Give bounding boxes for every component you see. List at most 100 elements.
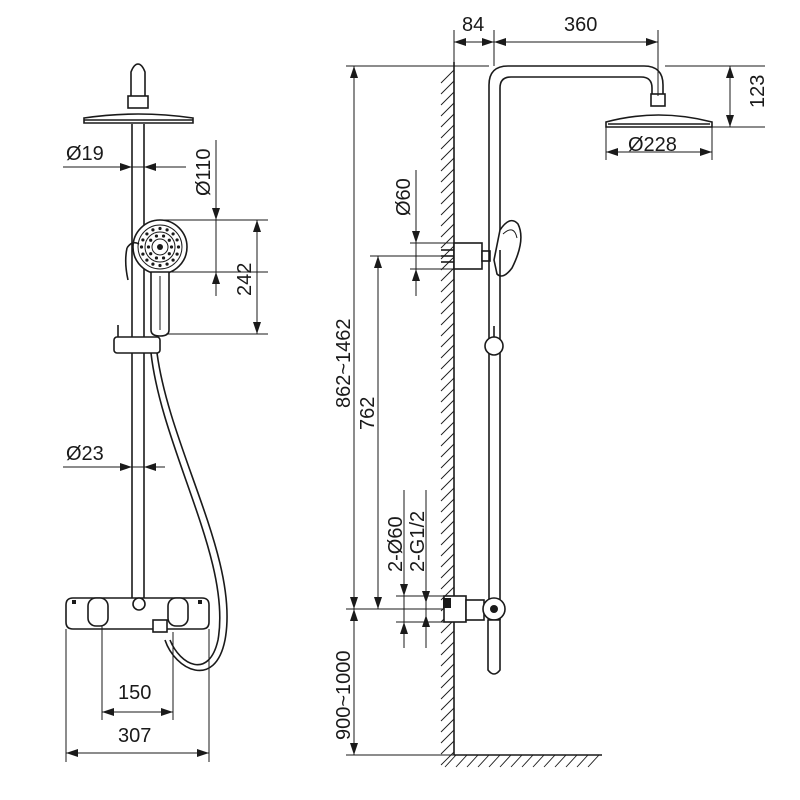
holder-diameter-label: Ø60 [393, 178, 415, 216]
floor-hatch-line [455, 754, 468, 768]
wall-hatch-line [440, 509, 455, 524]
wall-hatch-line [440, 300, 455, 315]
arm-reach-label: 360 [564, 14, 597, 36]
wall-hatch-line [440, 179, 455, 194]
side-view [440, 62, 713, 768]
floor-hatch-line [444, 754, 457, 768]
wall-hatch-line [440, 432, 455, 447]
hand-shower-side [493, 219, 522, 277]
wall-offset-label: 84 [462, 14, 484, 36]
wall-hatch-line [440, 663, 455, 678]
nozzle-dot [167, 252, 171, 256]
floor-hatch-line [521, 754, 534, 768]
head-height-label: 123 [747, 75, 769, 108]
wall-hatch-line [440, 740, 455, 755]
floor-hatch-line [565, 754, 578, 768]
wall-hatch-line [440, 399, 455, 414]
wall-hatch-line [440, 322, 455, 337]
nozzle-dot [145, 258, 149, 262]
body-width-label: 307 [118, 725, 151, 747]
arm-diameter-label: Ø19 [66, 143, 104, 165]
riser-range-label: 862~1462 [333, 318, 355, 408]
wall-hatch-line [440, 531, 455, 546]
wall-hatch-line [440, 256, 455, 271]
nozzle-dot [167, 238, 171, 242]
wall-hatch-line [440, 520, 455, 535]
wall-hatch-line [440, 212, 455, 227]
nozzle-dot [154, 234, 159, 238]
nozzle-dot [161, 256, 166, 260]
riser-diameter-label: Ø23 [66, 443, 104, 465]
nozzle-dot [146, 245, 151, 249]
side-dimensions: 84 360 123 Ø228 Ø60 862~1462 76 [333, 14, 769, 756]
floor-hatch-line [543, 754, 556, 768]
wall-hatch-line [440, 102, 455, 117]
left-handle [87, 597, 109, 627]
wall-hatch-line [440, 586, 455, 601]
wall-hatch-line [440, 168, 455, 183]
nozzle-dot [151, 228, 155, 232]
install-height-label: 900~1000 [333, 650, 355, 740]
wall-hatch-line [440, 333, 455, 348]
floor-hatch-line [554, 754, 567, 768]
wall-hatch-line [440, 575, 455, 590]
nozzle-dot [149, 252, 153, 256]
wall-hatch-line [440, 476, 455, 491]
handshower-length-label: 242 [234, 263, 256, 296]
rain-shower-head [83, 113, 194, 124]
nozzle-dot [145, 232, 149, 236]
wall-hatch-line [440, 344, 455, 359]
wall-hatch-line [440, 223, 455, 238]
wall-hatch-line [440, 80, 455, 95]
front-view [65, 63, 228, 672]
nozzle-dot [176, 245, 181, 249]
floor-hatch-line [499, 754, 512, 768]
floor-hatch-line [532, 754, 545, 768]
wall-hatch-line [440, 553, 455, 568]
upper-wall-holder [453, 242, 483, 270]
nozzle-dot [151, 262, 155, 266]
nozzle-dot [171, 258, 175, 262]
wall-hatch-line [440, 685, 455, 700]
wall-hatch-line [440, 542, 455, 557]
floor-hatch-line [510, 754, 523, 768]
wall-hatch-line [440, 696, 455, 711]
slide-holder [113, 336, 161, 354]
inlet-spacing-label: 150 [118, 682, 151, 704]
floor-hatch-line [488, 754, 501, 768]
nozzle-dot [175, 238, 179, 242]
wall-hatch-line [440, 135, 455, 150]
floor-hatch-line [466, 754, 479, 768]
wall-hatch-line [440, 157, 455, 172]
shower-hose [156, 352, 228, 672]
right-handle [167, 597, 189, 627]
wall-hatch-line [440, 674, 455, 689]
wall-hatch-line [440, 652, 455, 667]
handshower-diameter-label: Ø110 [193, 149, 215, 196]
nozzle-dot [149, 238, 153, 242]
wall-hatch-line [440, 245, 455, 260]
wall-hatch-line [440, 366, 455, 381]
wall-hatch-line [440, 113, 455, 128]
wall-hatch-line [440, 718, 455, 733]
nozzle-dot [175, 252, 179, 256]
head-diameter-label: Ø228 [628, 134, 677, 156]
nozzle-dot [154, 256, 159, 260]
wall-hatch-line [440, 124, 455, 139]
floor-hatch-line [587, 754, 600, 768]
nozzle-dot [165, 228, 169, 232]
wall-hatch-line [440, 454, 455, 469]
wall-hatch-line [440, 278, 455, 293]
wall-hatch-line [440, 465, 455, 480]
wall-hatch-line [440, 751, 455, 766]
nozzle-dot [141, 238, 145, 242]
overhead-arm [488, 65, 664, 250]
slide-length-label: 762 [357, 397, 379, 430]
wall-hatch-line [440, 729, 455, 744]
wall-hatch-line [440, 267, 455, 282]
wall-hatch-line [440, 289, 455, 304]
nozzle-dot [158, 263, 162, 268]
wall-hatch-line [440, 421, 455, 436]
nozzle-dot [165, 262, 169, 266]
